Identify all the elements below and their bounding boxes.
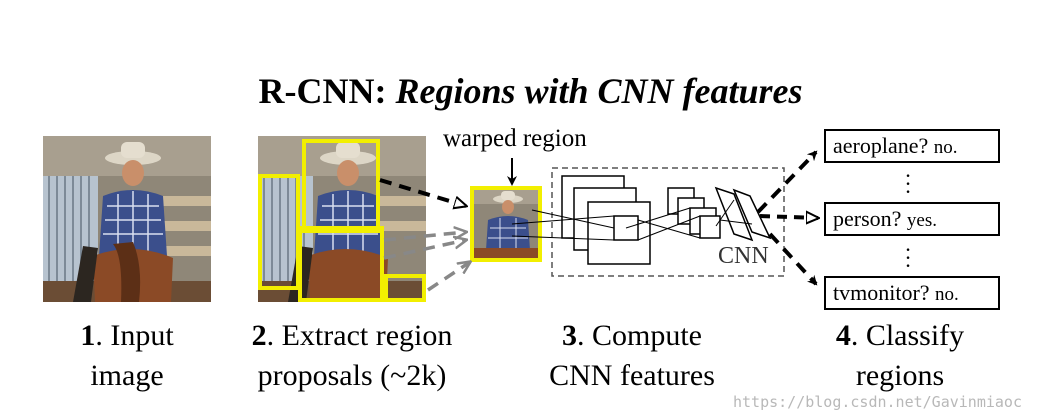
proposal-image	[258, 136, 426, 302]
step-1-line1: . Input	[95, 319, 174, 352]
class-name-aeroplane: aeroplane?	[833, 133, 929, 158]
classify-arrow-aeroplane	[756, 150, 818, 214]
step-3-number: 3	[562, 319, 577, 352]
proposal-arrow-gray-1	[383, 232, 466, 242]
step-2-label: 2. Extract region proposals (~2k)	[222, 316, 482, 396]
ellipsis-dots-upper: ···	[904, 163, 912, 204]
step-1-number: 1	[80, 319, 96, 352]
title-prefix: R-CNN:	[258, 71, 396, 111]
proposal-arrow-gray-3	[427, 262, 470, 292]
proposal-box-small	[384, 274, 426, 302]
step-3-label: 3. Compute CNN features	[517, 316, 747, 396]
class-box-tvmonitor: tvmonitor? no.	[824, 276, 1000, 310]
cowboy-photo-proposals	[258, 136, 426, 302]
step-2-line1: . Extract region	[266, 319, 453, 352]
ellipsis-dots-lower: ···	[904, 237, 912, 278]
class-box-person: person? yes.	[824, 202, 1000, 236]
cowboy-photo	[43, 136, 211, 302]
class-box-aeroplane: aeroplane? no.	[824, 129, 1000, 163]
cnn-label: CNN	[718, 243, 769, 269]
input-image	[43, 136, 211, 302]
class-answer-aeroplane: no.	[933, 137, 958, 158]
warped-region-label: warped region	[443, 125, 587, 152]
proposal-arrow-black	[379, 178, 466, 206]
cnn-layers	[561, 175, 772, 265]
diagram-title: R-CNN: Regions with CNN features	[0, 70, 1061, 112]
cnn-container	[551, 167, 785, 277]
step-2-line2: proposals (~2k)	[257, 359, 447, 392]
warped-person-thumbnail	[474, 190, 538, 258]
proposal-box-horse	[298, 226, 384, 302]
class-name-person: person?	[833, 206, 902, 231]
title-emphasis: Regions with CNN features	[395, 71, 803, 111]
proposal-arrow-gray-2	[383, 240, 466, 260]
step-4-line2: regions	[855, 359, 945, 392]
step-1-line2: image	[90, 359, 164, 392]
classify-arrow-person	[759, 216, 818, 218]
class-answer-person: yes.	[906, 210, 937, 231]
step-3-line1: . Compute	[577, 319, 702, 352]
step-4-label: 4. Classify regions	[800, 316, 1000, 396]
proposal-box-person	[302, 139, 380, 233]
classify-arrow-tvmonitor	[768, 232, 818, 286]
step-4-number: 4	[835, 319, 851, 352]
class-answer-tvmonitor: no.	[935, 284, 959, 305]
step-3-line2: CNN features	[549, 359, 715, 392]
step-2-number: 2	[251, 319, 267, 352]
step-1-label: 1. Input image	[27, 316, 227, 396]
class-name-tvmonitor: tvmonitor?	[833, 280, 930, 305]
step-4-line1: . Classify	[850, 319, 965, 352]
warped-region-image	[470, 186, 542, 262]
watermark-text: https://blog.csdn.net/Gavinmiaoc	[733, 393, 1022, 411]
